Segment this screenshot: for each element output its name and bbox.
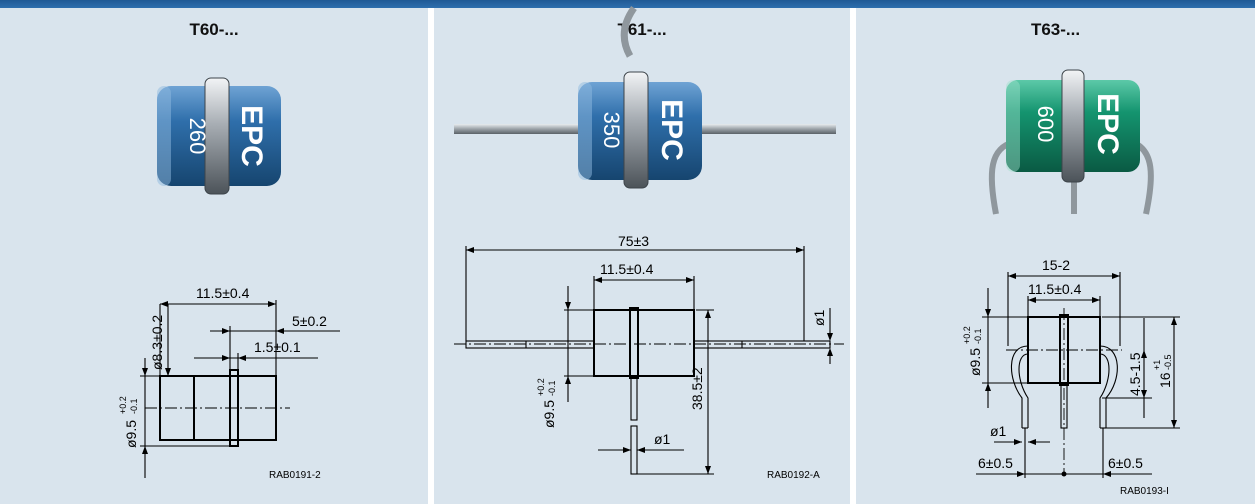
dim-body-dia: ø9.5 (967, 348, 983, 376)
dim-body-dia: ø9.5 (123, 420, 139, 448)
photo-voltage-label: 260 (185, 118, 210, 155)
product-title: T60-... (189, 20, 239, 39)
dim-height-tol-upper: +1 (1152, 360, 1162, 370)
photo-brand-text: EPC (655, 99, 688, 161)
gas-discharge-tube-photo: 600 EPC (988, 69, 1154, 215)
t63-illustration: 600 EPC 15-2 (962, 69, 1180, 497)
dim-body-dia-tol-upper: +0.2 (962, 326, 972, 344)
dim-body-dia: ø9.5 (541, 400, 557, 428)
drawing-code: RAB0192-A (767, 470, 820, 481)
t61-illustration: 350 EPC 75±3 (454, 5, 844, 481)
dim-body-length: 11.5±0.4 (1028, 281, 1082, 297)
dim-lead-dia: ø1 (811, 309, 827, 326)
header-bar (0, 0, 1255, 8)
dim-lead-bend: 4.5-1.5 (1127, 352, 1143, 396)
dim-body-dia-tol-upper: +0.2 (118, 396, 128, 414)
dim-body-dia-tol-upper: +0.2 (536, 378, 546, 396)
photo-voltage-label: 600 (1033, 106, 1058, 143)
drawing-code: RAB0191-2 (269, 470, 321, 481)
dim-electrode-dia: ø8.3±0.2 (149, 315, 165, 370)
dim-left-pitch: 6±0.5 (978, 455, 1013, 471)
t60-illustration: 260 EPC 11.5±0.4 5±0.2 (118, 77, 340, 481)
panel-t61: T61-... 350 EPC (434, 5, 850, 504)
dim-electrode-length: 5±0.2 (292, 313, 327, 329)
dim-lead-dia: ø1 (990, 423, 1007, 439)
panel-t60: T60-... (0, 8, 428, 504)
photo-brand-text: EPC (235, 105, 268, 167)
product-title: T63-... (1030, 20, 1081, 39)
dim-body-dia-tol-lower: -0.1 (547, 380, 557, 396)
panel-t63: T63-... 600 EPC (856, 8, 1255, 504)
photo-brand-text: EPC (1091, 93, 1124, 155)
drawing-code: RAB0193-I (1120, 486, 1169, 497)
dim-overall-width: 15-2 (1042, 257, 1070, 273)
dim-center-ring: 1.5±0.1 (254, 339, 301, 355)
t60-dimension-drawing: 11.5±0.4 5±0.2 1.5±0.1 ø8.3±0.2 ø9.5 (118, 285, 340, 481)
dim-overall-length: 11.5±0.4 (196, 285, 250, 301)
gas-discharge-tube-photo: 260 EPC (157, 77, 281, 195)
dim-body-dia-tol-lower: -0.1 (129, 398, 139, 414)
dim-center-lead-dia: ø1 (654, 431, 671, 447)
dim-right-pitch: 6±0.5 (1108, 455, 1143, 471)
photo-voltage-label: 350 (599, 112, 624, 149)
gas-discharge-tube-photo: 350 EPC (454, 5, 836, 189)
product-title: T61-... (617, 20, 667, 39)
dim-height-tol-lower: -0.5 (1163, 354, 1173, 370)
t61-dimension-drawing: 75±3 11.5±0.4 ø1 ø9.5 +0.2 -0.1 (454, 233, 844, 481)
dim-total-length: 75±3 (618, 233, 649, 249)
t63-dimension-drawing: 15-2 11.5±0.4 ø9.5 +0.2 -0.1 4.5-1.5 (962, 257, 1180, 497)
dim-center-lead-length: 38.5±2 (689, 367, 705, 410)
dim-body-length: 11.5±0.4 (600, 261, 654, 277)
dim-body-dia-tol-lower: -0.1 (973, 328, 983, 344)
dim-height: 16 (1157, 372, 1173, 388)
